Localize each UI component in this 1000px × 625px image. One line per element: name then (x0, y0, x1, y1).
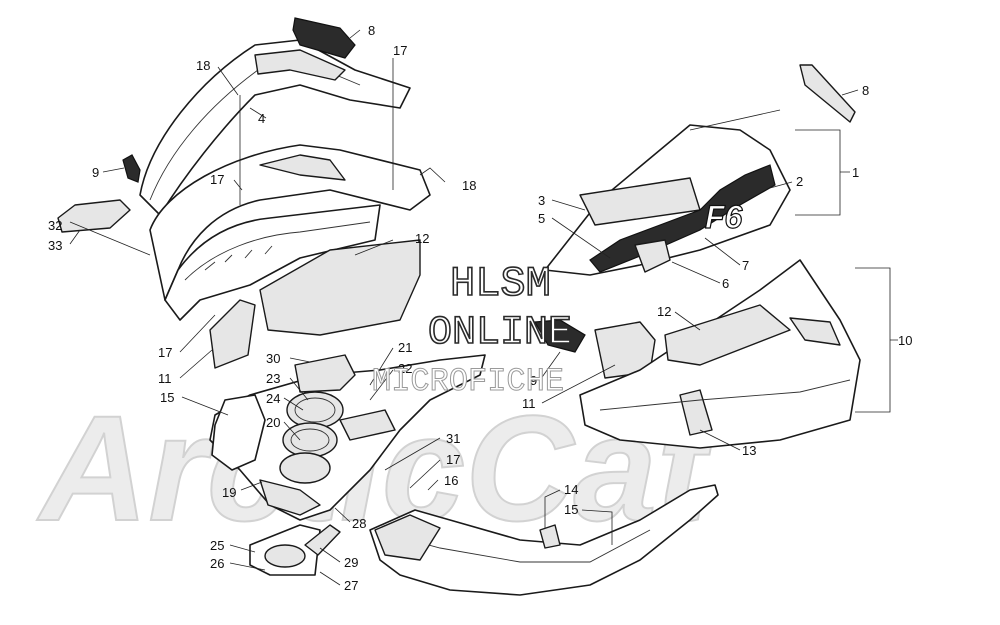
callout-14: 14 (564, 482, 578, 497)
callout-11-left: 11 (158, 371, 172, 386)
side-panel-right-upper: F6 (544, 124, 791, 276)
callout-4: 4 (258, 111, 265, 126)
callout-18-top: 18 (196, 58, 210, 73)
callout-12-left: 12 (415, 231, 429, 246)
main-hood-body (149, 144, 431, 321)
callout-17-left: 17 (158, 345, 172, 360)
callout-17-mid: 17 (210, 172, 224, 187)
side-panel-right-lower (579, 259, 861, 449)
callout-25: 25 (210, 538, 224, 553)
callout-21: 21 (398, 340, 412, 355)
trim-piece-left (122, 154, 141, 183)
side-trim-left (209, 299, 256, 369)
callout-16: 16 (444, 473, 458, 488)
vent-grille-right (534, 319, 586, 353)
hood-top-cowl (139, 39, 411, 216)
callout-22: 22 (398, 361, 412, 376)
callout-29: 29 (344, 555, 358, 570)
decal-f6: F6 (705, 199, 743, 235)
callout-9-left: 9 (92, 165, 99, 180)
callout-20: 20 (266, 415, 280, 430)
callout-10: 10 (898, 333, 912, 348)
callout-19: 19 (222, 485, 236, 500)
lower-mount (259, 479, 321, 516)
callout-13: 13 (742, 443, 756, 458)
callout-15-left: 15 (160, 390, 174, 405)
watermark-line2: ONLINE (428, 311, 572, 356)
side-trim-right (594, 321, 656, 379)
callout-1: 1 (852, 165, 859, 180)
callout-32: 32 (48, 218, 62, 233)
trim-strip-right (799, 64, 856, 123)
shroud-panel-left (259, 239, 421, 336)
callout-3: 3 (538, 193, 545, 208)
assembly-bracket-10 (855, 267, 898, 413)
bracket-small (304, 524, 341, 556)
callout-7: 7 (742, 258, 749, 273)
callout-2: 2 (796, 174, 803, 189)
callout-27: 27 (344, 578, 358, 593)
callout-28: 28 (352, 516, 366, 531)
callout-30: 30 (266, 351, 280, 366)
callout-9-right: 9 (530, 373, 537, 388)
vent-grille-top (292, 17, 356, 59)
callout-33: 33 (48, 238, 62, 253)
assembly-bracket-1 (795, 129, 850, 216)
callout-6: 6 (722, 276, 729, 291)
watermark-line3: MICROFICHE (372, 363, 564, 400)
callout-11-right: 11 (522, 396, 536, 411)
callout-labels: 8 17 18 4 9 17 18 32 33 12 17 11 30 23 2… (48, 23, 912, 593)
callout-24: 24 (266, 391, 280, 406)
bracket-left (57, 199, 131, 233)
leader-lines (69, 29, 859, 586)
callout-8-right: 8 (862, 83, 869, 98)
belly-pan (369, 484, 719, 596)
console-cover (294, 354, 356, 393)
callout-18-right: 18 (462, 178, 476, 193)
callout-12-right: 12 (657, 304, 671, 319)
console-dash (209, 354, 486, 521)
callout-8-top: 8 (368, 23, 375, 38)
callout-17-low: 17 (446, 452, 460, 467)
gauge-housing (249, 524, 321, 576)
watermark-line1: HLSM (450, 260, 551, 308)
watermark-overlay: HLSM ONLINE MICROFICHE (372, 259, 573, 400)
callout-15-right: 15 (564, 502, 578, 517)
callout-5: 5 (538, 211, 545, 226)
callout-31: 31 (446, 431, 460, 446)
callout-26: 26 (210, 556, 224, 571)
callout-23: 23 (266, 371, 280, 386)
callout-17-top: 17 (393, 43, 407, 58)
